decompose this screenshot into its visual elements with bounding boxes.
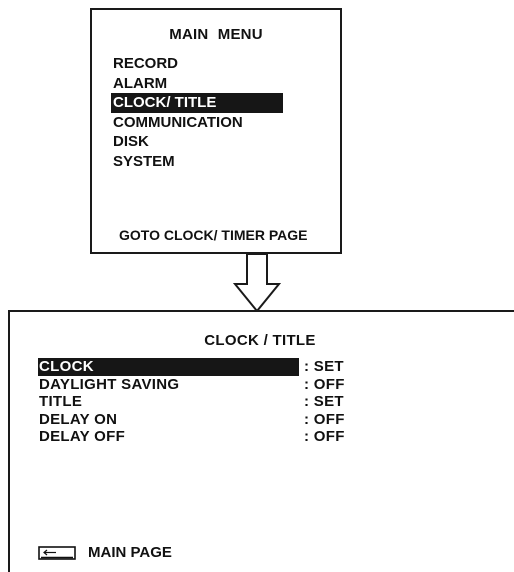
setting-value: : OFF [304, 428, 345, 445]
menu-item-clock-title[interactable]: CLOCK/ TITLE [111, 93, 283, 113]
menu-item-disk[interactable]: DISK [113, 133, 149, 150]
goto-hint: GOTO CLOCK/ TIMER PAGE [119, 227, 308, 243]
return-key-icon [38, 545, 76, 560]
setting-label: DAYLIGHT SAVING [39, 375, 180, 393]
setting-value: : OFF [304, 410, 345, 428]
main-page-label: MAIN PAGE [88, 544, 172, 561]
clock-settings-list: CLOCK : SET DAYLIGHT SAVING : OFF TITLE … [38, 358, 388, 446]
clock-title-panel: CLOCK / TITLE CLOCK : SET DAYLIGHT SAVIN… [8, 310, 514, 572]
clock-page-title: CLOCK / TITLE [204, 332, 316, 349]
setting-label: CLOCK [38, 358, 299, 376]
setting-row-delay-off[interactable]: DELAY OFF : OFF [38, 428, 388, 446]
setting-label: TITLE [39, 393, 83, 410]
menu-item-alarm[interactable]: ALARM [113, 74, 168, 92]
setting-label: DELAY OFF [39, 428, 126, 445]
menu-item-communication[interactable]: COMMUNICATION [113, 113, 243, 131]
setting-row-delay-on[interactable]: DELAY ON : OFF [38, 411, 388, 429]
main-menu-title: MAIN MENU [169, 26, 263, 43]
menu-item-record[interactable]: RECORD [113, 55, 179, 72]
setting-row-daylight-saving[interactable]: DAYLIGHT SAVING : OFF [38, 376, 388, 394]
menu-item-system[interactable]: SYSTEM [113, 152, 175, 170]
setting-value: : OFF [304, 375, 345, 393]
setting-value: : SET [304, 358, 344, 375]
setting-value: : SET [304, 393, 344, 410]
setting-label: DELAY ON [39, 410, 118, 428]
setting-row-title[interactable]: TITLE : SET [38, 393, 388, 411]
main-menu-panel: MAIN MENU RECORD ALARM CLOCK/ TITLE COMM… [90, 8, 342, 254]
setting-row-clock[interactable]: CLOCK : SET [38, 358, 388, 376]
main-page-link[interactable]: MAIN PAGE [38, 544, 172, 561]
main-menu-list: RECORD ALARM CLOCK/ TITLE COMMUNICATION … [111, 54, 283, 171]
down-arrow-icon [232, 254, 282, 313]
